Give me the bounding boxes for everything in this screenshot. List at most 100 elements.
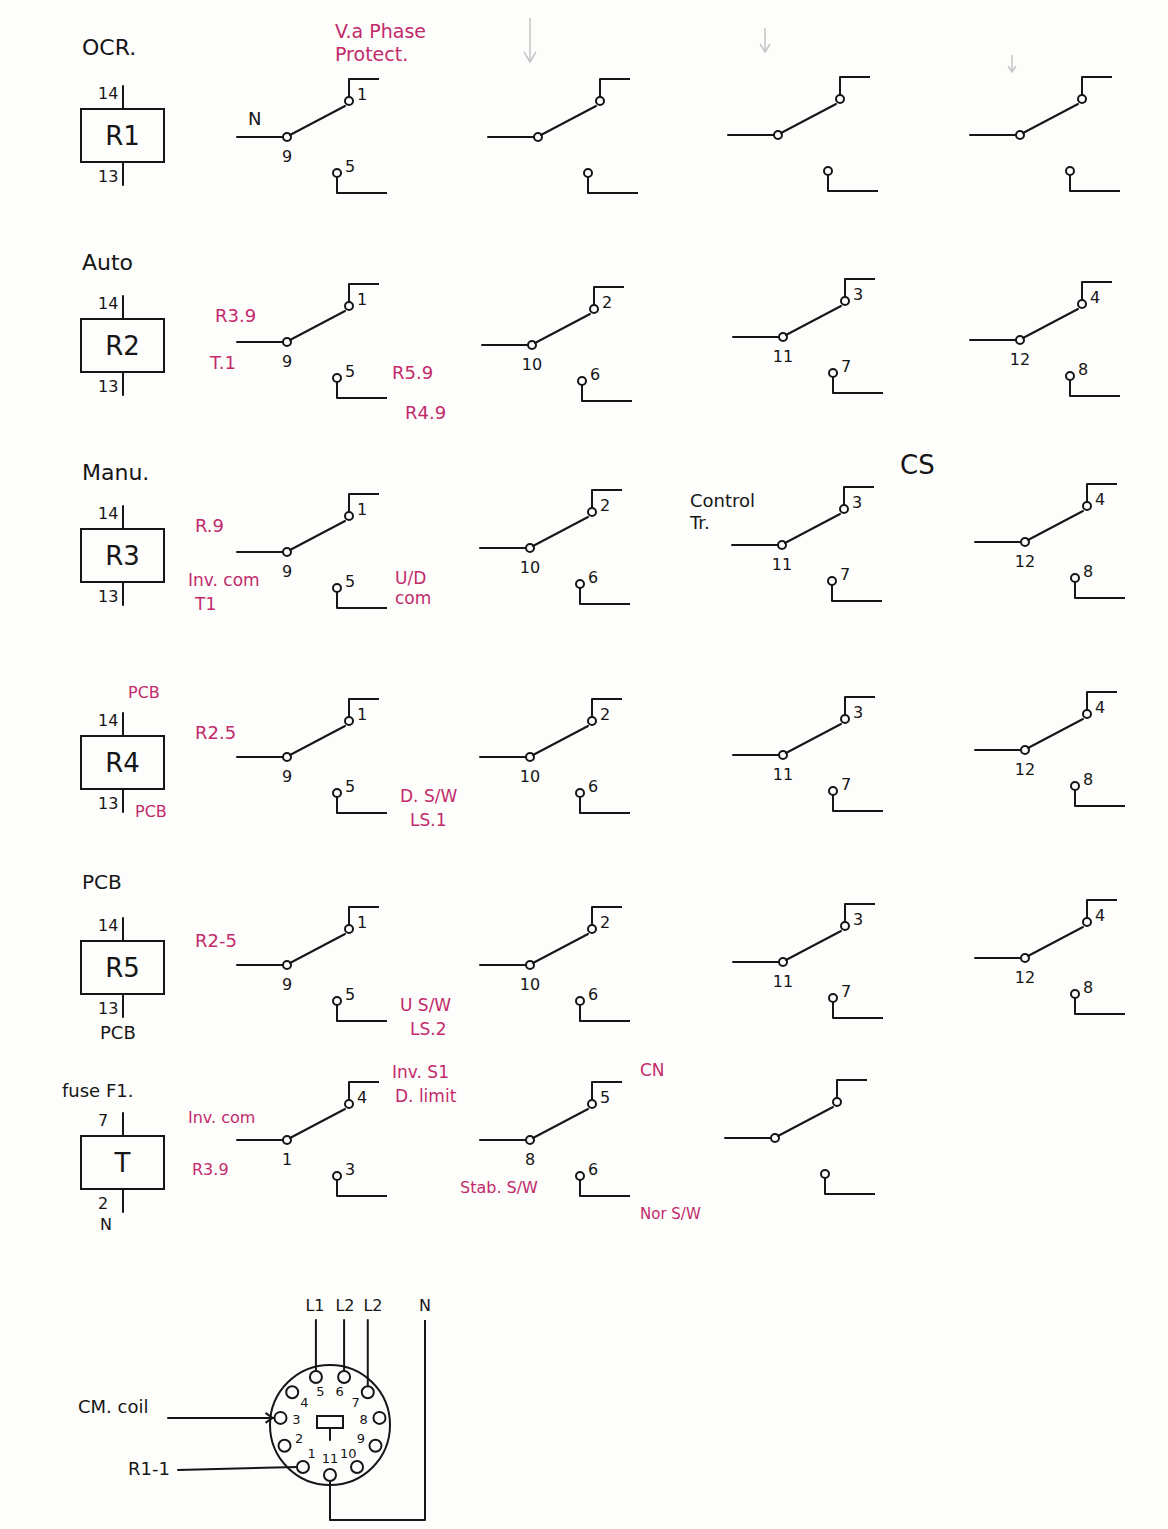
relay-note: 13 — [98, 794, 118, 813]
lower-terminal — [1066, 372, 1074, 380]
relay-name: R2 — [105, 331, 140, 361]
contact-lead — [482, 344, 528, 346]
terminal-number: 10 — [520, 767, 540, 786]
wiring-note: D. limit — [395, 1086, 456, 1106]
terminal-number: 9 — [282, 147, 292, 166]
pencil-arrow — [524, 18, 536, 62]
lower-lead — [828, 175, 878, 191]
relay-coil-box: T — [80, 1135, 165, 1190]
terminal-number: 6 — [590, 365, 600, 384]
relay-note: 13 — [98, 167, 118, 186]
contact-blade — [785, 514, 840, 543]
socket-pin — [279, 1440, 291, 1452]
wiring-note: V.a Phase Protect. — [335, 20, 485, 66]
relay-note: PCB — [82, 870, 122, 894]
lower-lead — [337, 1005, 387, 1021]
pencil-marks — [524, 18, 1016, 72]
lower-lead — [337, 592, 387, 608]
relay-note: N — [100, 1215, 112, 1234]
relay-note: N — [248, 108, 261, 130]
lower-terminal — [333, 789, 341, 797]
relay-note: 7 — [98, 1111, 108, 1130]
pencil-arrow — [760, 28, 770, 52]
terminal-number: 7 — [841, 357, 851, 376]
pin-number: 9 — [357, 1431, 365, 1447]
wiring-note: R2.5 — [195, 722, 236, 744]
contact-lead — [480, 547, 526, 549]
contact-blade — [290, 726, 345, 755]
terminal-number: 9 — [282, 562, 292, 581]
terminal-number: 6 — [588, 568, 598, 587]
lower-lead — [337, 1180, 387, 1196]
contact-blade — [786, 306, 841, 335]
lower-lead — [580, 588, 630, 604]
terminal-number: 1 — [357, 705, 367, 724]
socket-inner-link — [317, 1416, 343, 1428]
upper-terminal — [588, 925, 596, 933]
terminal-number: 5 — [600, 1088, 610, 1107]
lower-terminal — [829, 994, 837, 1002]
contact-lead — [480, 756, 526, 758]
pin-number: 5 — [316, 1385, 324, 1401]
upper-terminal — [1078, 300, 1086, 308]
upper-terminal — [1078, 95, 1086, 103]
lower-terminal — [829, 369, 837, 377]
coil-terminal-stub — [122, 995, 124, 1017]
contact-blade — [1028, 719, 1083, 748]
relay-name: R3 — [105, 541, 140, 571]
terminal-number: 11 — [773, 347, 793, 366]
wiring-note: R3.9 — [215, 305, 256, 327]
socket-pin — [362, 1386, 374, 1398]
contact-blade — [290, 934, 345, 963]
wiring-note: Nor S/W — [640, 1205, 701, 1223]
relay-coil-box: R4 — [80, 735, 165, 790]
lower-terminal — [576, 1172, 584, 1180]
wiring-note: T.1 — [210, 352, 236, 374]
lower-lead — [833, 795, 883, 811]
upper-terminal — [840, 505, 848, 513]
contact-blade — [1028, 511, 1083, 540]
terminal-number: 4 — [1095, 906, 1105, 925]
terminal-number: 12 — [1015, 760, 1035, 779]
pencil-arrow — [1008, 55, 1016, 72]
contact-lead — [732, 544, 778, 546]
lower-terminal — [1066, 167, 1074, 175]
contact-blade — [533, 1109, 588, 1138]
pin-number: 1 — [307, 1446, 315, 1462]
terminal-number: 4 — [1095, 698, 1105, 717]
upper-terminal — [1083, 918, 1091, 926]
lower-terminal — [824, 167, 832, 175]
upper-terminal — [841, 922, 849, 930]
terminal-number: 12 — [1015, 968, 1035, 987]
pin-number: 3 — [292, 1412, 300, 1428]
terminal-number: 10 — [522, 355, 542, 374]
lower-terminal — [576, 997, 584, 1005]
relay-coil-box: R1 — [80, 108, 165, 163]
relay-name: R4 — [105, 748, 140, 778]
lower-lead — [337, 797, 387, 813]
upper-terminal — [588, 1100, 596, 1108]
terminal-number: 4 — [1095, 490, 1105, 509]
terminal-number: 7 — [841, 775, 851, 794]
terminal-number: 4 — [357, 1088, 367, 1107]
upper-terminal — [345, 925, 353, 933]
relay-note: 13 — [98, 587, 118, 606]
contact-lead — [488, 136, 534, 138]
terminal-number: 5 — [345, 985, 355, 1004]
contact-lead — [733, 961, 779, 963]
contact-lead — [970, 134, 1016, 136]
contact-lead — [975, 749, 1021, 751]
terminal-number: 10 — [520, 558, 540, 577]
socket-inner-link — [329, 1428, 331, 1440]
wiring-note: LS.1 — [410, 810, 446, 830]
terminal-number: 12 — [1015, 552, 1035, 571]
upper-lead — [840, 77, 870, 95]
coil-terminal-stub — [122, 1113, 124, 1135]
relay-note: 14 — [98, 84, 118, 103]
contact-lead — [480, 964, 526, 966]
lower-terminal — [584, 169, 592, 177]
lower-terminal — [333, 584, 341, 592]
supply-name: L2 — [363, 1296, 382, 1315]
wiring-note: PCB — [128, 683, 160, 702]
